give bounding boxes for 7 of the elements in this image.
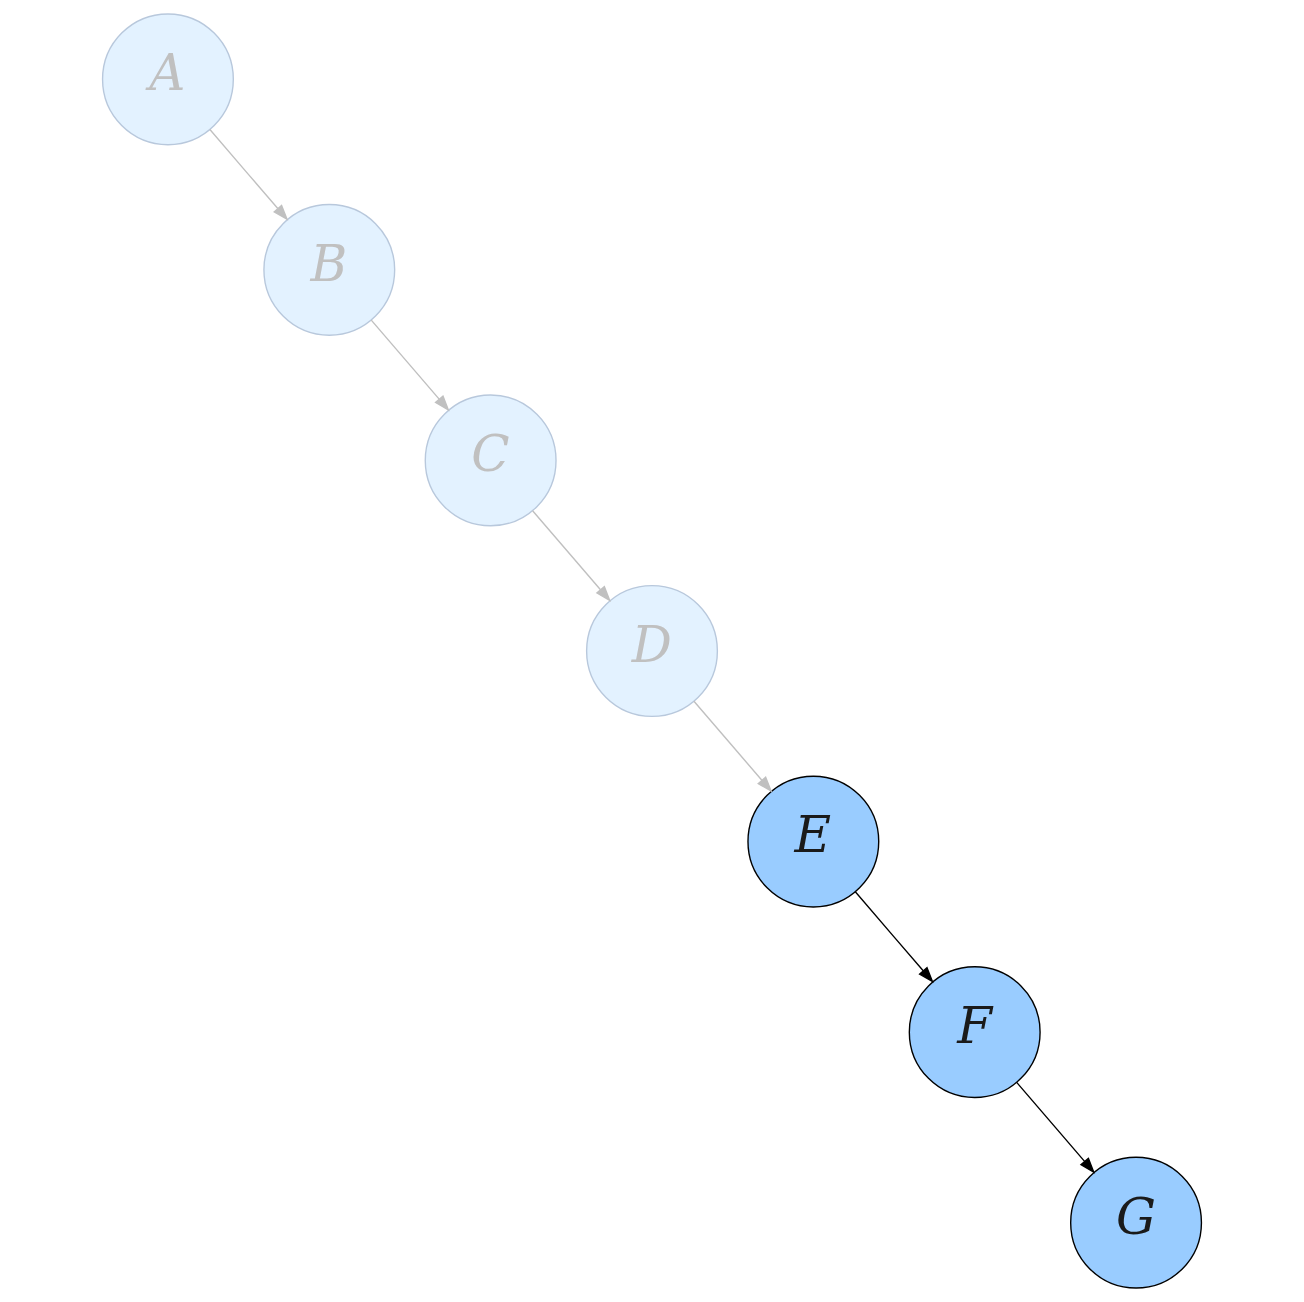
arrow <box>693 700 773 793</box>
arrow <box>370 319 450 412</box>
node-circle: A <box>101 13 234 146</box>
arrow <box>1015 1081 1096 1174</box>
arrow <box>531 510 612 602</box>
arrow <box>854 891 934 984</box>
arrow <box>209 128 289 221</box>
